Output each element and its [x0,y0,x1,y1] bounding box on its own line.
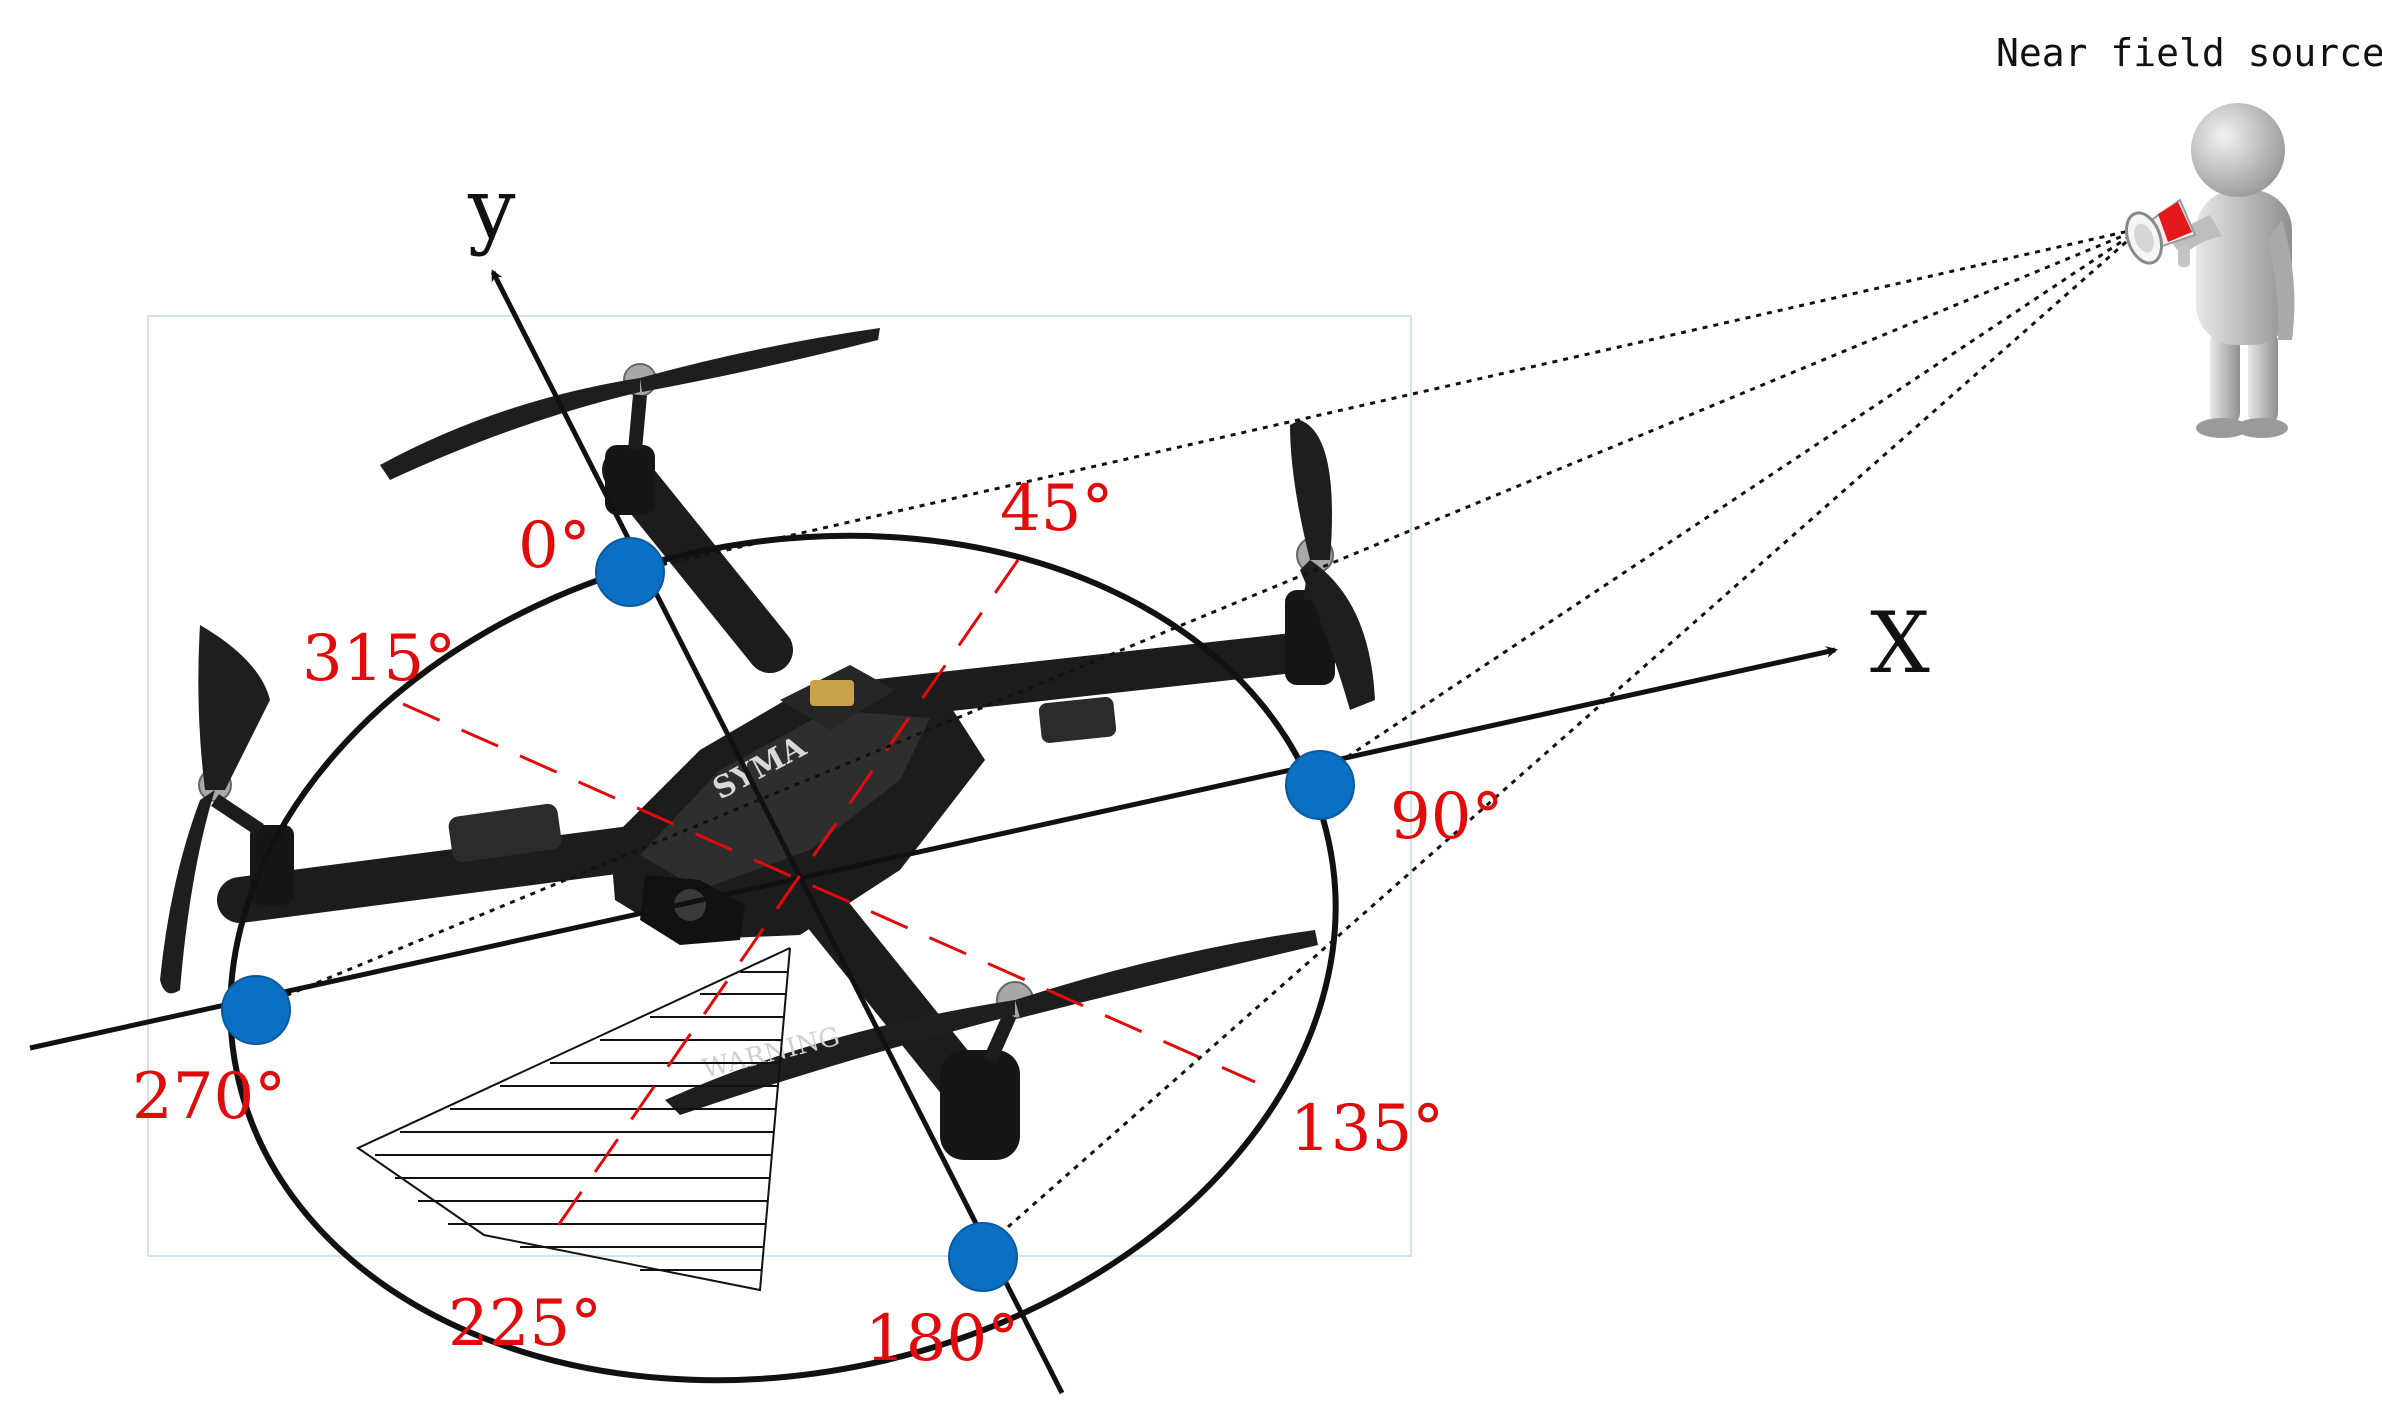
x-axis-label: X [1870,594,1930,692]
angle-label-270: 270° [132,1060,286,1134]
propeller-left-b [160,790,215,994]
drone-image: SYMA [160,328,1375,1160]
microphone-marker-icon [221,975,291,1045]
propeller-right-a [1290,420,1332,560]
microphone-marker-icon [595,537,665,607]
propeller-rear-b [1015,930,1318,1018]
angle-label-90: 90° [1390,780,1503,854]
person-with-megaphone-icon [2125,103,2295,438]
angle-label-315: 315° [302,622,456,696]
microphone-marker-icon [1285,750,1355,820]
megaphone-icon [2125,198,2197,267]
propeller-right-b [1300,560,1375,710]
microphone-markers [221,537,1355,1292]
drone-arm-right [850,630,1340,720]
hatched-sector [355,947,791,1292]
angle-label-0: 0° [518,509,591,583]
angle-labels: 0° 45° 90° 135° 180° 225° 270° 315° [132,472,1503,1376]
array-circle [227,532,1339,1384]
propeller-left-a [198,625,270,790]
source-label: Near field source [1996,31,2382,75]
propeller-front-b [640,328,880,392]
x-axis [29,646,1838,1051]
photo-frame [147,315,1412,1257]
y-axis-label: y [467,160,516,258]
propeller-front-a [380,378,640,480]
propagation-lines [255,226,2143,1258]
direction-lines [402,559,1256,1231]
angle-label-135: 135° [1290,1092,1444,1166]
angle-label-180: 180° [865,1302,1019,1376]
angle-label-225: 225° [448,1287,602,1361]
y-axis [490,269,1065,1395]
angle-label-45: 45° [1000,472,1113,546]
microphone-marker-icon [948,1222,1018,1292]
